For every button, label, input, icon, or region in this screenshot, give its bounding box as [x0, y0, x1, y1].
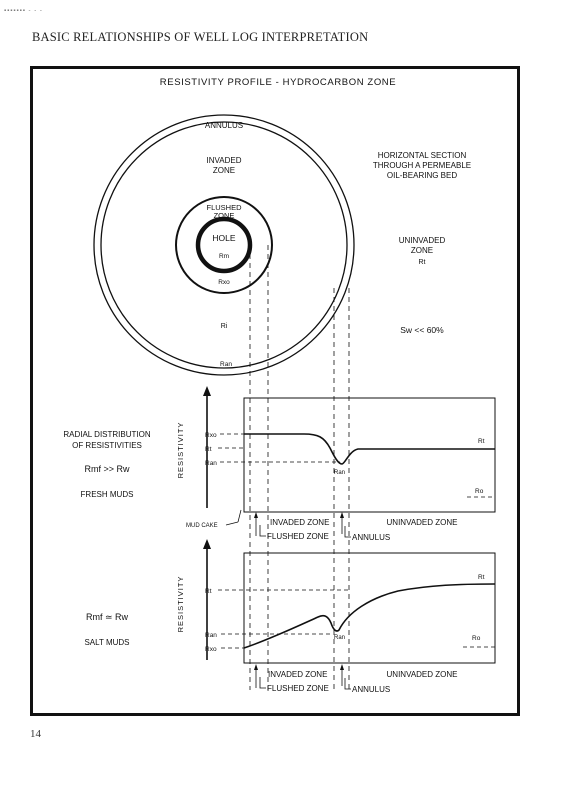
ri-label: Ri	[221, 323, 228, 330]
annulus-label: ANNULUS	[205, 121, 243, 130]
section-note-2: THROUGH A PERMEABLE	[373, 161, 471, 170]
upper-mud-type: FRESH MUDS	[81, 490, 134, 499]
lower-curve-label-ro: Ro	[472, 635, 481, 642]
lower-resistivity-curve	[243, 583, 496, 649]
lower-axis-arrow	[203, 539, 211, 549]
bottom-annulus-bracket	[344, 678, 351, 690]
figure-title: RESISTIVITY PROFILE - HYDROCARBON ZONE	[160, 77, 396, 88]
upper-y-label-rt: Rt	[205, 446, 212, 453]
bottom-uninvaded-zone: UNINVADED ZONE	[387, 670, 458, 679]
invaded-zone-label-1: INVADED	[207, 156, 242, 165]
mud-cake-label: MUD CAKE	[186, 523, 218, 529]
page-number: 14	[30, 728, 41, 740]
rt-circle-label: Rt	[419, 259, 426, 266]
invaded-circle	[100, 121, 348, 369]
lower-mud-type: SALT MUDS	[84, 638, 129, 647]
upper-resistivity-curve	[244, 433, 495, 465]
hole-label: HOLE	[212, 233, 235, 243]
lower-curve-label-rt: Rt	[478, 574, 485, 581]
lower-y-label-ran: Ran	[205, 632, 217, 639]
saturation-label: Sw << 60%	[400, 325, 444, 335]
annulus-pointer-arrow	[340, 512, 344, 518]
uninvaded-zone-label-2: ZONE	[411, 246, 433, 255]
corner-mark: ▪▪▪▪▪▪▪ - - -	[4, 8, 43, 14]
upper-y-label-rxo: Rxo	[205, 432, 217, 439]
flushed-zone-label-2: ZONE	[214, 211, 235, 220]
middle-flushed-bracket	[259, 525, 266, 537]
upper-curve-label-ran: Ran	[334, 470, 345, 476]
middle-annulus: ANNULUS	[352, 533, 390, 542]
mud-cake-leader-2	[237, 509, 242, 523]
bottom-invaded-zone: INVADED ZONE	[268, 670, 327, 679]
bottom-flushed-zone: FLUSHED ZONE	[267, 684, 329, 693]
middle-flushed-zone: FLUSHED ZONE	[267, 532, 329, 541]
lower-curve-label-ran: Ran	[334, 635, 345, 641]
lower-y-label-rt: Rt	[205, 588, 212, 595]
upper-curve-label-ro: Ro	[475, 488, 484, 495]
flushed-pointer-arrow	[254, 512, 258, 518]
middle-invaded-zone: INVADED ZONE	[270, 518, 329, 527]
bottom-annulus-arrow	[340, 664, 344, 670]
middle-annulus-bracket	[344, 526, 351, 538]
invaded-zone-label-2: ZONE	[213, 166, 235, 175]
upper-panel-box	[243, 397, 496, 513]
rm-label: Rm	[219, 253, 229, 260]
flushed-circle	[175, 196, 273, 294]
bottom-flushed-arrow	[254, 664, 258, 670]
hole-circle	[195, 216, 253, 274]
annulus-circle	[93, 114, 355, 376]
figure-frame	[30, 66, 520, 716]
upper-curve-label-rt: Rt	[478, 438, 485, 445]
upper-description-1: RADIAL DISTRIBUTION	[63, 430, 150, 439]
upper-y-label-ran: Ran	[205, 460, 217, 467]
flushed-zone-label-1: FLUSHED	[206, 203, 242, 212]
section-note-3: OIL-BEARING BED	[387, 171, 457, 180]
section-note-1: HORIZONTAL SECTION	[378, 151, 467, 160]
lower-y-label-rxo: Rxo	[205, 646, 217, 653]
running-header: BASIC RELATIONSHIPS OF WELL LOG INTERPRE…	[32, 30, 369, 44]
upper-axis-label: RESISTIVITY	[176, 422, 185, 479]
upper-description-2: OF RESISTIVITIES	[72, 441, 142, 450]
middle-uninvaded-zone: UNINVADED ZONE	[387, 518, 458, 527]
lower-axis-label: RESISTIVITY	[176, 576, 185, 633]
ran-circle-label: Ran	[220, 361, 232, 368]
mud-cake-leader	[225, 521, 239, 526]
lower-panel-box	[243, 552, 496, 664]
bottom-annulus: ANNULUS	[352, 685, 390, 694]
uninvaded-zone-label-1: UNINVADED	[399, 236, 446, 245]
bottom-flushed-bracket	[259, 677, 266, 689]
lower-relation: Rmf ≃ Rw	[86, 612, 129, 622]
rxo-circle-label: Rxo	[218, 279, 230, 286]
upper-axis-arrow	[203, 386, 211, 396]
upper-relation: Rmf >> Rw	[84, 464, 130, 474]
